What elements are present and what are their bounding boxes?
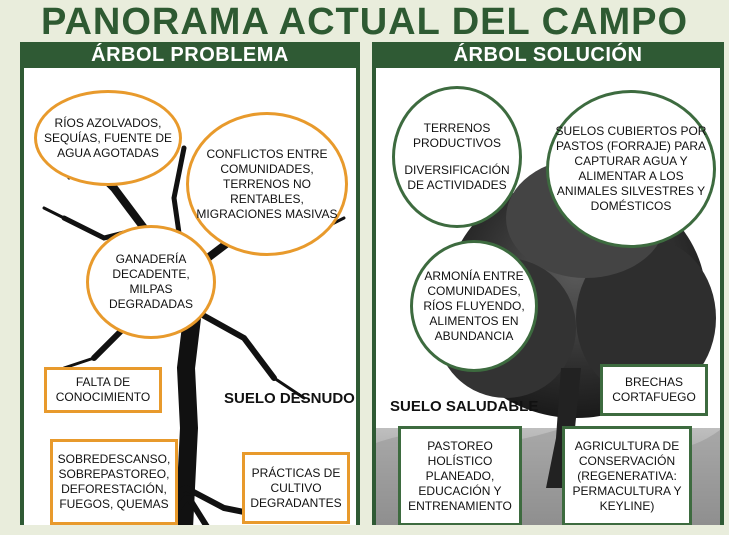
solution-tree-header: ÁRBOL SOLUCIÓN: [453, 44, 643, 66]
solution-tree-panel: ÁRBOL SOLUCIÓN TERRENO: [372, 42, 724, 535]
bottom-strip: [0, 525, 729, 535]
problem-callout-ganaderia: GANADERÍA DECADENTE, MILPAS DEGRADADAS: [86, 225, 216, 339]
solution-callout-terrenos-diversificacion: TERRENOS PRODUCTIVOS DIVERSIFICACIÓN DE …: [392, 86, 522, 228]
solution-callout-pastoreo: PASTOREO HOLÍSTICO PLANEADO, EDUCACIÓN Y…: [398, 426, 522, 526]
problem-callout-falta-conocimiento: FALTA DE CONOCIMIENTO: [44, 367, 162, 413]
page-title: PANORAMA ACTUAL DEL CAMPO: [40, 1, 689, 43]
solution-ground-label: SUELO SALUDABLE: [390, 398, 539, 415]
solution-callout-terrenos: TERRENOS PRODUCTIVOS: [412, 121, 501, 150]
problem-callout-sobredescanso: SOBREDESCANSO, SOBREPASTOREO, DEFORESTAC…: [50, 439, 178, 525]
solution-callout-armonia: ARMONÍA ENTRE COMUNIDADES, RÍOS FLUYENDO…: [410, 240, 538, 372]
problem-callout-conflictos: CONFLICTOS ENTRE COMUNIDADES, TERRENOS N…: [186, 112, 348, 256]
solution-callout-suelos-cubiertos: SUELOS CUBIERTOS POR PASTOS (FORRAJE) PA…: [546, 90, 716, 248]
solution-callout-agricultura: AGRICULTURA DE CONSERVACIÓN (REGENERATIV…: [562, 426, 692, 526]
solution-callout-brechas: BRECHAS CORTAFUEGO: [600, 364, 708, 416]
problem-tree-panel: ÁRBOL PROBLEMA RÍOS AZOLVADOS, SEQUÍAS, …: [20, 42, 360, 535]
problem-tree-header: ÁRBOL PROBLEMA: [91, 44, 289, 66]
solution-callout-diversificacion: DIVERSIFICACIÓN DE ACTIVIDADES: [404, 163, 510, 192]
solution-tree-body: TERRENOS PRODUCTIVOS DIVERSIFICACIÓN DE …: [376, 68, 720, 535]
problem-ground-label: SUELO DESNUDO: [224, 390, 355, 407]
problem-callout-rios: RÍOS AZOLVADOS, SEQUÍAS, FUENTE DE AGUA …: [34, 90, 182, 186]
problem-callout-practicas: PRÁCTICAS DE CULTIVO DEGRADANTES: [242, 452, 350, 524]
problem-tree-body: RÍOS AZOLVADOS, SEQUÍAS, FUENTE DE AGUA …: [24, 68, 356, 535]
